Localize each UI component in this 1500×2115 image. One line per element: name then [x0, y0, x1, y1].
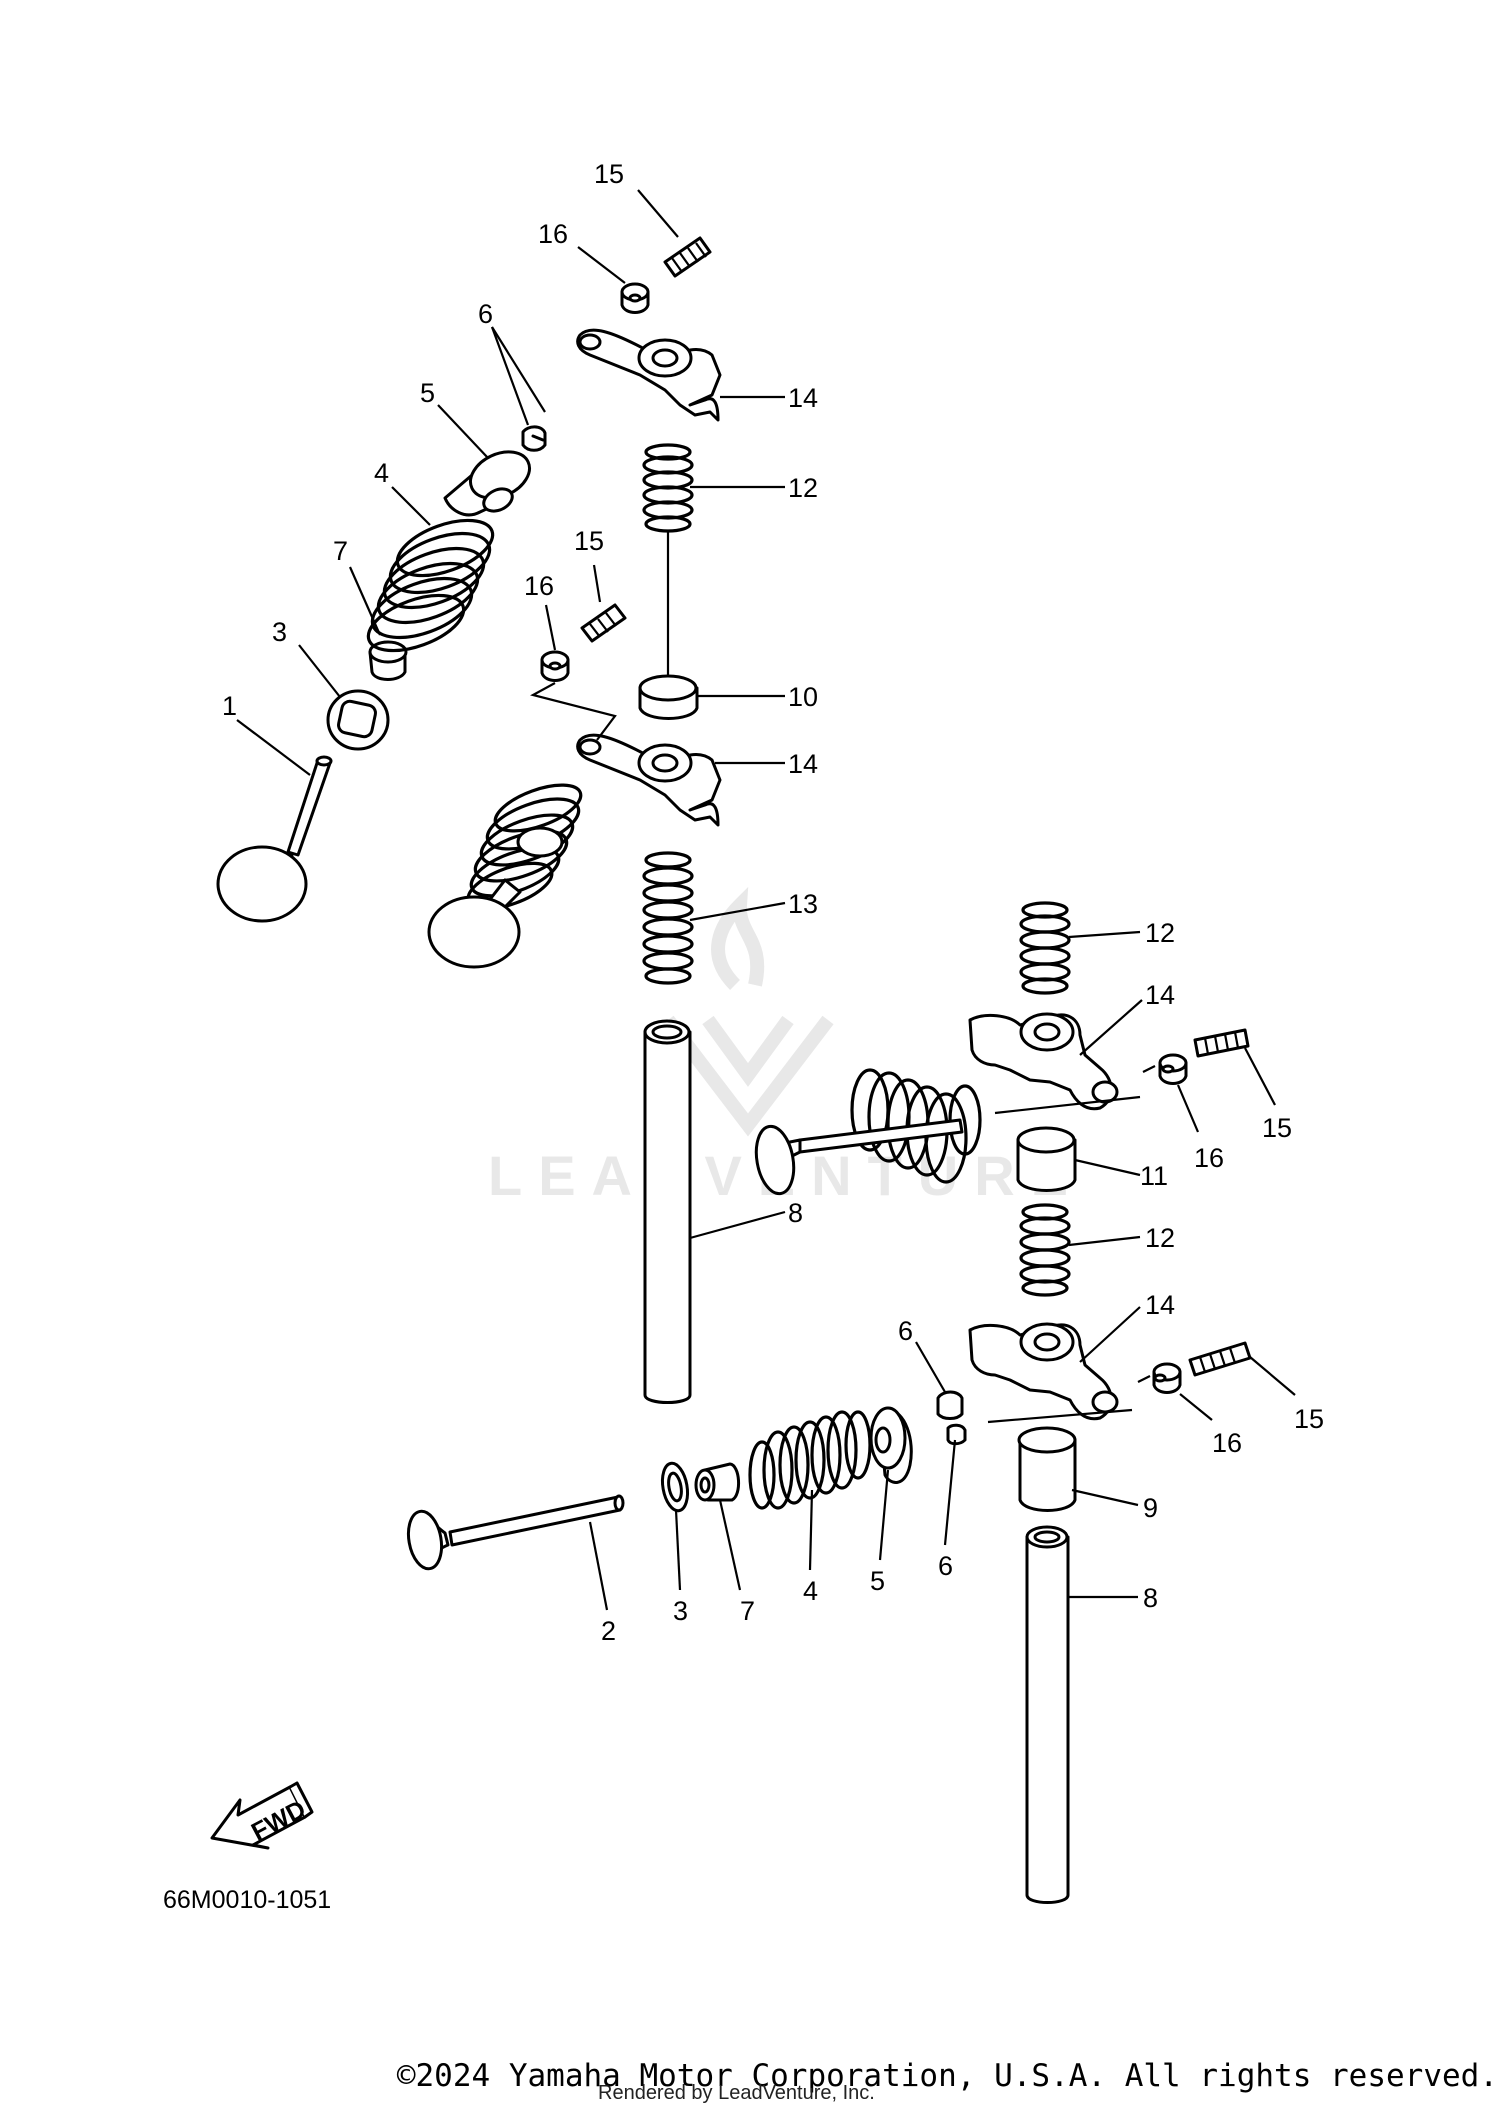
fwd-arrow-icon: FWD [210, 1781, 314, 1850]
part-11-collar[interactable] [1016, 1126, 1077, 1192]
part-13-spring[interactable] [642, 851, 694, 985]
part-16-bushing-top[interactable] [620, 282, 650, 314]
part-15-screw-mid[interactable] [580, 603, 627, 643]
callout-12: 12 [1145, 1223, 1175, 1253]
part-10-collar[interactable] [638, 674, 699, 720]
part-7-seal[interactable] [368, 640, 408, 681]
callout-5: 5 [420, 378, 435, 408]
callout-15: 15 [594, 159, 624, 189]
part-8-pushrod-right[interactable] [1025, 1525, 1070, 1904]
callout-16: 16 [524, 571, 554, 601]
part-5-retainer[interactable] [443, 443, 537, 517]
part-4-spring[interactable] [361, 509, 500, 661]
diagram-code: 66M0010-1051 [163, 1886, 331, 1914]
callout-14: 14 [1145, 1290, 1175, 1320]
part-16-bushing-low[interactable] [1152, 1362, 1182, 1394]
part-14-rocker-arm-right[interactable] [968, 1012, 1119, 1111]
part-14-rocker-arm-low[interactable] [968, 1322, 1119, 1421]
part-7-seal-low[interactable] [694, 1462, 740, 1502]
callout-6: 6 [898, 1316, 913, 1346]
callout-16: 16 [1194, 1143, 1224, 1173]
callout-14: 14 [1145, 980, 1175, 1010]
part-9-collar[interactable] [1017, 1426, 1077, 1512]
part-5-retainer-low[interactable] [869, 1406, 913, 1484]
callout-6: 6 [938, 1551, 953, 1581]
part-15-screw-low[interactable] [1188, 1341, 1252, 1377]
callout-15: 15 [574, 526, 604, 556]
callout-8: 8 [1143, 1583, 1158, 1613]
callout-4: 4 [374, 458, 389, 488]
part-12-spring-low[interactable] [1019, 1203, 1071, 1297]
part-6-keepers[interactable] [521, 425, 547, 452]
callout-14: 14 [788, 383, 818, 413]
callout-12: 12 [1145, 918, 1175, 948]
callout-2: 2 [601, 1616, 616, 1646]
part-14-rocker-arm-top[interactable] [576, 328, 722, 422]
part-14-rocker-arm-mid[interactable] [576, 733, 722, 827]
callout-9: 9 [1143, 1493, 1158, 1523]
part-12-spring-top[interactable] [642, 443, 694, 533]
callout-10: 10 [788, 682, 818, 712]
part-8-pushrod-left[interactable] [643, 1019, 692, 1404]
callout-numbers: 15 16 6 5 4 14 12 7 15 16 3 10 1 14 13 1… [222, 159, 1324, 1646]
part-1-valve[interactable] [216, 755, 333, 923]
part-assembled-valve-left[interactable] [427, 776, 586, 969]
part-12-spring-right[interactable] [1019, 901, 1071, 995]
part-15-screw-right[interactable] [1193, 1028, 1250, 1058]
callout-7: 7 [740, 1596, 755, 1626]
callout-5: 5 [870, 1566, 885, 1596]
part-3-washer-low[interactable] [659, 1461, 691, 1513]
callout-11: 11 [1140, 1161, 1168, 1191]
rendered-by-notice: Rendered by LeadVenture, Inc. [598, 2082, 875, 2104]
callout-3: 3 [673, 1596, 688, 1626]
callout-6: 6 [478, 299, 493, 329]
callout-15: 15 [1262, 1113, 1292, 1143]
callout-14: 14 [788, 749, 818, 779]
part-16-bushing-right[interactable] [1158, 1053, 1188, 1085]
callout-15: 15 [1294, 1404, 1324, 1434]
copyright-notice: ©2024 Yamaha Motor Corporation, U.S.A. A… [396, 2058, 1498, 2094]
callout-16: 16 [538, 219, 568, 249]
callout-4: 4 [803, 1576, 818, 1606]
leader-lines [236, 189, 1296, 1611]
callout-8: 8 [788, 1198, 803, 1228]
part-6-keepers-low[interactable] [936, 1390, 967, 1446]
part-assembled-valve-right[interactable] [751, 1068, 982, 1197]
callout-12: 12 [788, 473, 818, 503]
callout-16: 16 [1212, 1428, 1242, 1458]
callout-7: 7 [333, 536, 348, 566]
callout-1: 1 [222, 691, 237, 721]
part-2-valve[interactable] [404, 1494, 625, 1571]
callout-3: 3 [272, 617, 287, 647]
part-4-spring-low[interactable] [748, 1410, 872, 1510]
part-3-washer[interactable] [326, 689, 390, 751]
callout-13: 13 [788, 889, 818, 919]
part-15-screw-top[interactable] [663, 236, 712, 278]
part-16-bushing-mid[interactable] [540, 650, 570, 682]
